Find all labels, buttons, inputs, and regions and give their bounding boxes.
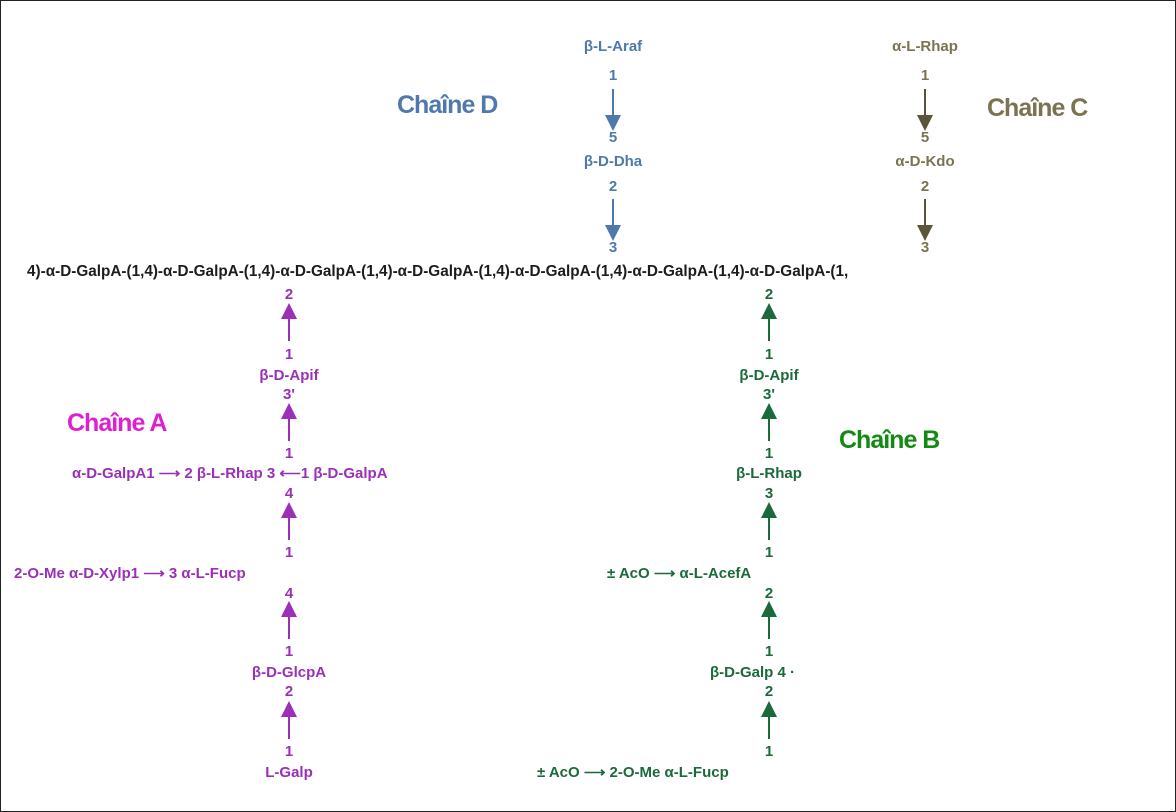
chain-b-pos1: 1 (764, 643, 774, 660)
chain-a-pos4: 4 (284, 485, 294, 502)
chain-c-pos2: 2 (920, 178, 930, 195)
chain-a-fucp-row: 2-O-Me α-D-Xylp1 ⟶ 3 α-L-Fucp (14, 565, 246, 582)
chain-b-pos3: 3 (764, 485, 774, 502)
chain-a-pos2: 2 (284, 683, 294, 700)
chain-a-galp: L-Galp (265, 764, 313, 781)
chain-a-pos1: 1 (284, 346, 294, 363)
chain-b-galp-row: β-D-Galp 4 · (710, 664, 795, 681)
chain-b-pos1: 1 (764, 445, 774, 462)
chain-a-pos3prime: 3' (283, 386, 295, 403)
chain-b-rhap: β-L-Rhap (736, 465, 802, 482)
chain-b-pos1: 1 (764, 743, 774, 760)
chain-b-apif: β-D-Apif (739, 367, 799, 384)
chain-d-dha: β-D-Dha (583, 153, 643, 170)
chain-b-pos2: 2 (764, 683, 774, 700)
chain-c-pos1: 1 (920, 67, 930, 84)
chain-b-pos3prime: 3' (763, 386, 775, 403)
chain-a-pos2-top: 2 (284, 286, 294, 303)
chain-b-pos1: 1 (764, 346, 774, 363)
chain-a-pos1: 1 (284, 743, 294, 760)
chain-a-rhap-row: α-D-GalpA1 ⟶ 2 β-L-Rhap 3 ⟵1 β-D-GalpA (72, 465, 388, 482)
chain-b-title: Chaîne B (839, 426, 940, 454)
chain-a-pos1: 1 (284, 643, 294, 660)
chain-b-acefa-row: ± AcO ⟶ α-L-AcefA (607, 565, 752, 582)
chain-a-pos1: 1 (284, 544, 294, 561)
chain-c-pos3: 3 (920, 239, 930, 256)
chain-c-pos5: 5 (920, 129, 930, 146)
chain-b-pos1: 1 (764, 544, 774, 561)
chain-b-pos2: 2 (764, 585, 774, 602)
chain-a-apif: β-D-Apif (259, 367, 319, 384)
chain-b-fucp-row: ± AcO ⟶ 2-O-Me α-L-Fucp (537, 764, 729, 781)
chain-d-pos2: 2 (608, 178, 618, 195)
chain-c-rhap: α-L-Rhap (892, 38, 958, 55)
chain-d-pos1: 1 (608, 67, 618, 84)
chain-a-pos1: 1 (284, 445, 294, 462)
chain-d-araf: β-L-Araf (583, 38, 643, 55)
chain-a-pos4: 4 (284, 585, 294, 602)
chain-a-title: Chaîne A (67, 409, 167, 437)
chain-c-kdo: α-D-Kdo (895, 153, 955, 170)
chain-b-pos2-top: 2 (764, 286, 774, 303)
galacturonan-backbone: 4)-α-D-GalpA-(1,4)-α-D-GalpA-(1,4)-α-D-G… (27, 263, 849, 280)
chain-c-title: Chaîne C (987, 94, 1088, 122)
chain-d-pos5: 5 (608, 129, 618, 146)
chain-d-pos3: 3 (608, 239, 618, 256)
chain-a-glcpa: β-D-GlcpA (251, 664, 327, 681)
chain-d-title: Chaîne D (397, 91, 498, 119)
